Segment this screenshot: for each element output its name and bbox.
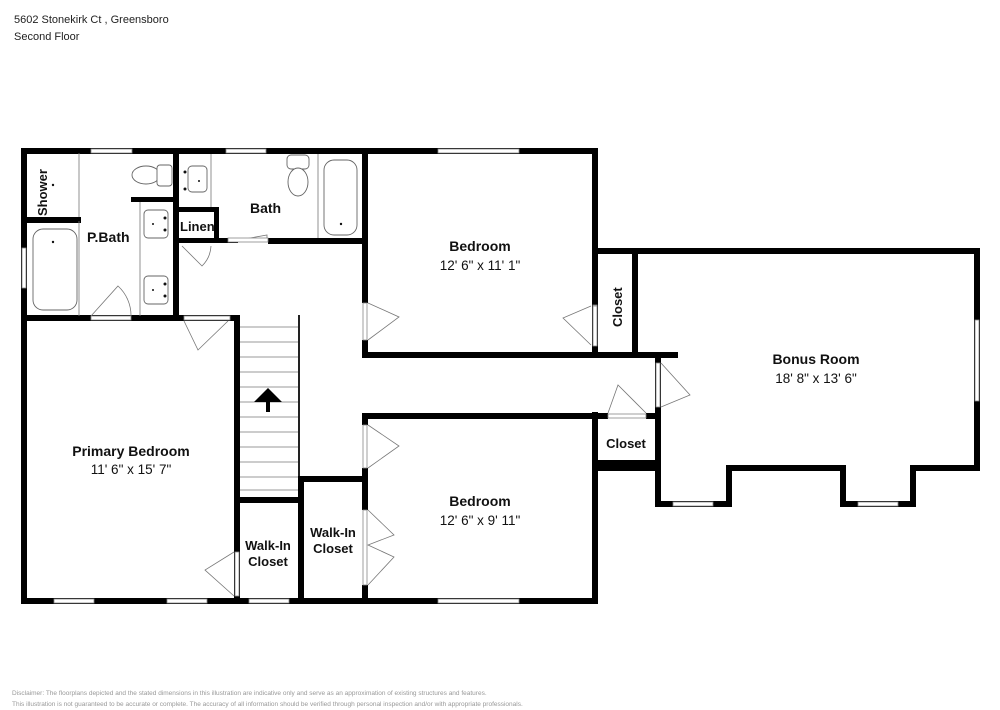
disclaimer-line-2: This illustration is not guaranteed to b… bbox=[12, 701, 523, 708]
room-dims-bedroom-2: 12' 6" x 9' 11" bbox=[440, 513, 521, 528]
room-label-walkin-2-line2: Closet bbox=[313, 541, 353, 556]
doors bbox=[90, 234, 691, 597]
sink-icon bbox=[143, 275, 169, 305]
shower-drain-icon bbox=[51, 183, 55, 187]
address-text: 5602 Stonekirk Ct , Greensboro bbox=[14, 14, 169, 26]
fixtures bbox=[32, 153, 358, 316]
room-label-closet-lower: Closet bbox=[606, 436, 646, 451]
floor-label: Second Floor bbox=[14, 31, 80, 43]
room-label-bath: Bath bbox=[250, 200, 281, 216]
room-label-pbath: P.Bath bbox=[87, 229, 130, 245]
disclaimer-line-1: Disclaimer: The floorplans depicted and … bbox=[12, 690, 487, 697]
room-label-shower: Shower bbox=[35, 169, 50, 216]
interior-walls bbox=[21, 148, 678, 604]
room-labels: Shower P.Bath Linen Bath Bedroom 12' 6" … bbox=[35, 169, 860, 569]
sink-icon bbox=[143, 209, 169, 239]
toilet-icon bbox=[286, 154, 310, 170]
room-label-primary-bedroom: Primary Bedroom bbox=[72, 443, 189, 459]
room-label-walkin-1-line1: Walk-In bbox=[245, 538, 291, 553]
toilet-icon bbox=[131, 165, 161, 185]
stairs-up-arrow-icon bbox=[254, 388, 282, 402]
room-dims-primary-bedroom: 11' 6" x 15' 7" bbox=[91, 462, 172, 477]
sink-icon bbox=[187, 165, 208, 193]
room-label-closet-upper: Closet bbox=[610, 287, 625, 327]
staircase bbox=[240, 326, 298, 491]
bathtub-icon bbox=[32, 228, 78, 311]
property-header: 5602 Stonekirk Ct , Greensboro Second Fl… bbox=[14, 12, 169, 46]
disclaimer: Disclaimer: The floorplans depicted and … bbox=[12, 688, 523, 710]
room-label-bedroom-1: Bedroom bbox=[449, 238, 510, 254]
room-dims-bedroom-1: 12' 6" x 11' 1" bbox=[440, 258, 521, 273]
room-label-bonus: Bonus Room bbox=[772, 351, 859, 367]
room-label-walkin-2-line1: Walk-In bbox=[310, 525, 356, 540]
room-label-linen: Linen bbox=[180, 219, 215, 234]
bathtub-icon bbox=[323, 159, 358, 236]
room-label-bedroom-2: Bedroom bbox=[449, 493, 510, 509]
room-label-walkin-1-line2: Closet bbox=[248, 554, 288, 569]
room-dims-bonus: 18' 8" x 13' 6" bbox=[775, 371, 857, 386]
